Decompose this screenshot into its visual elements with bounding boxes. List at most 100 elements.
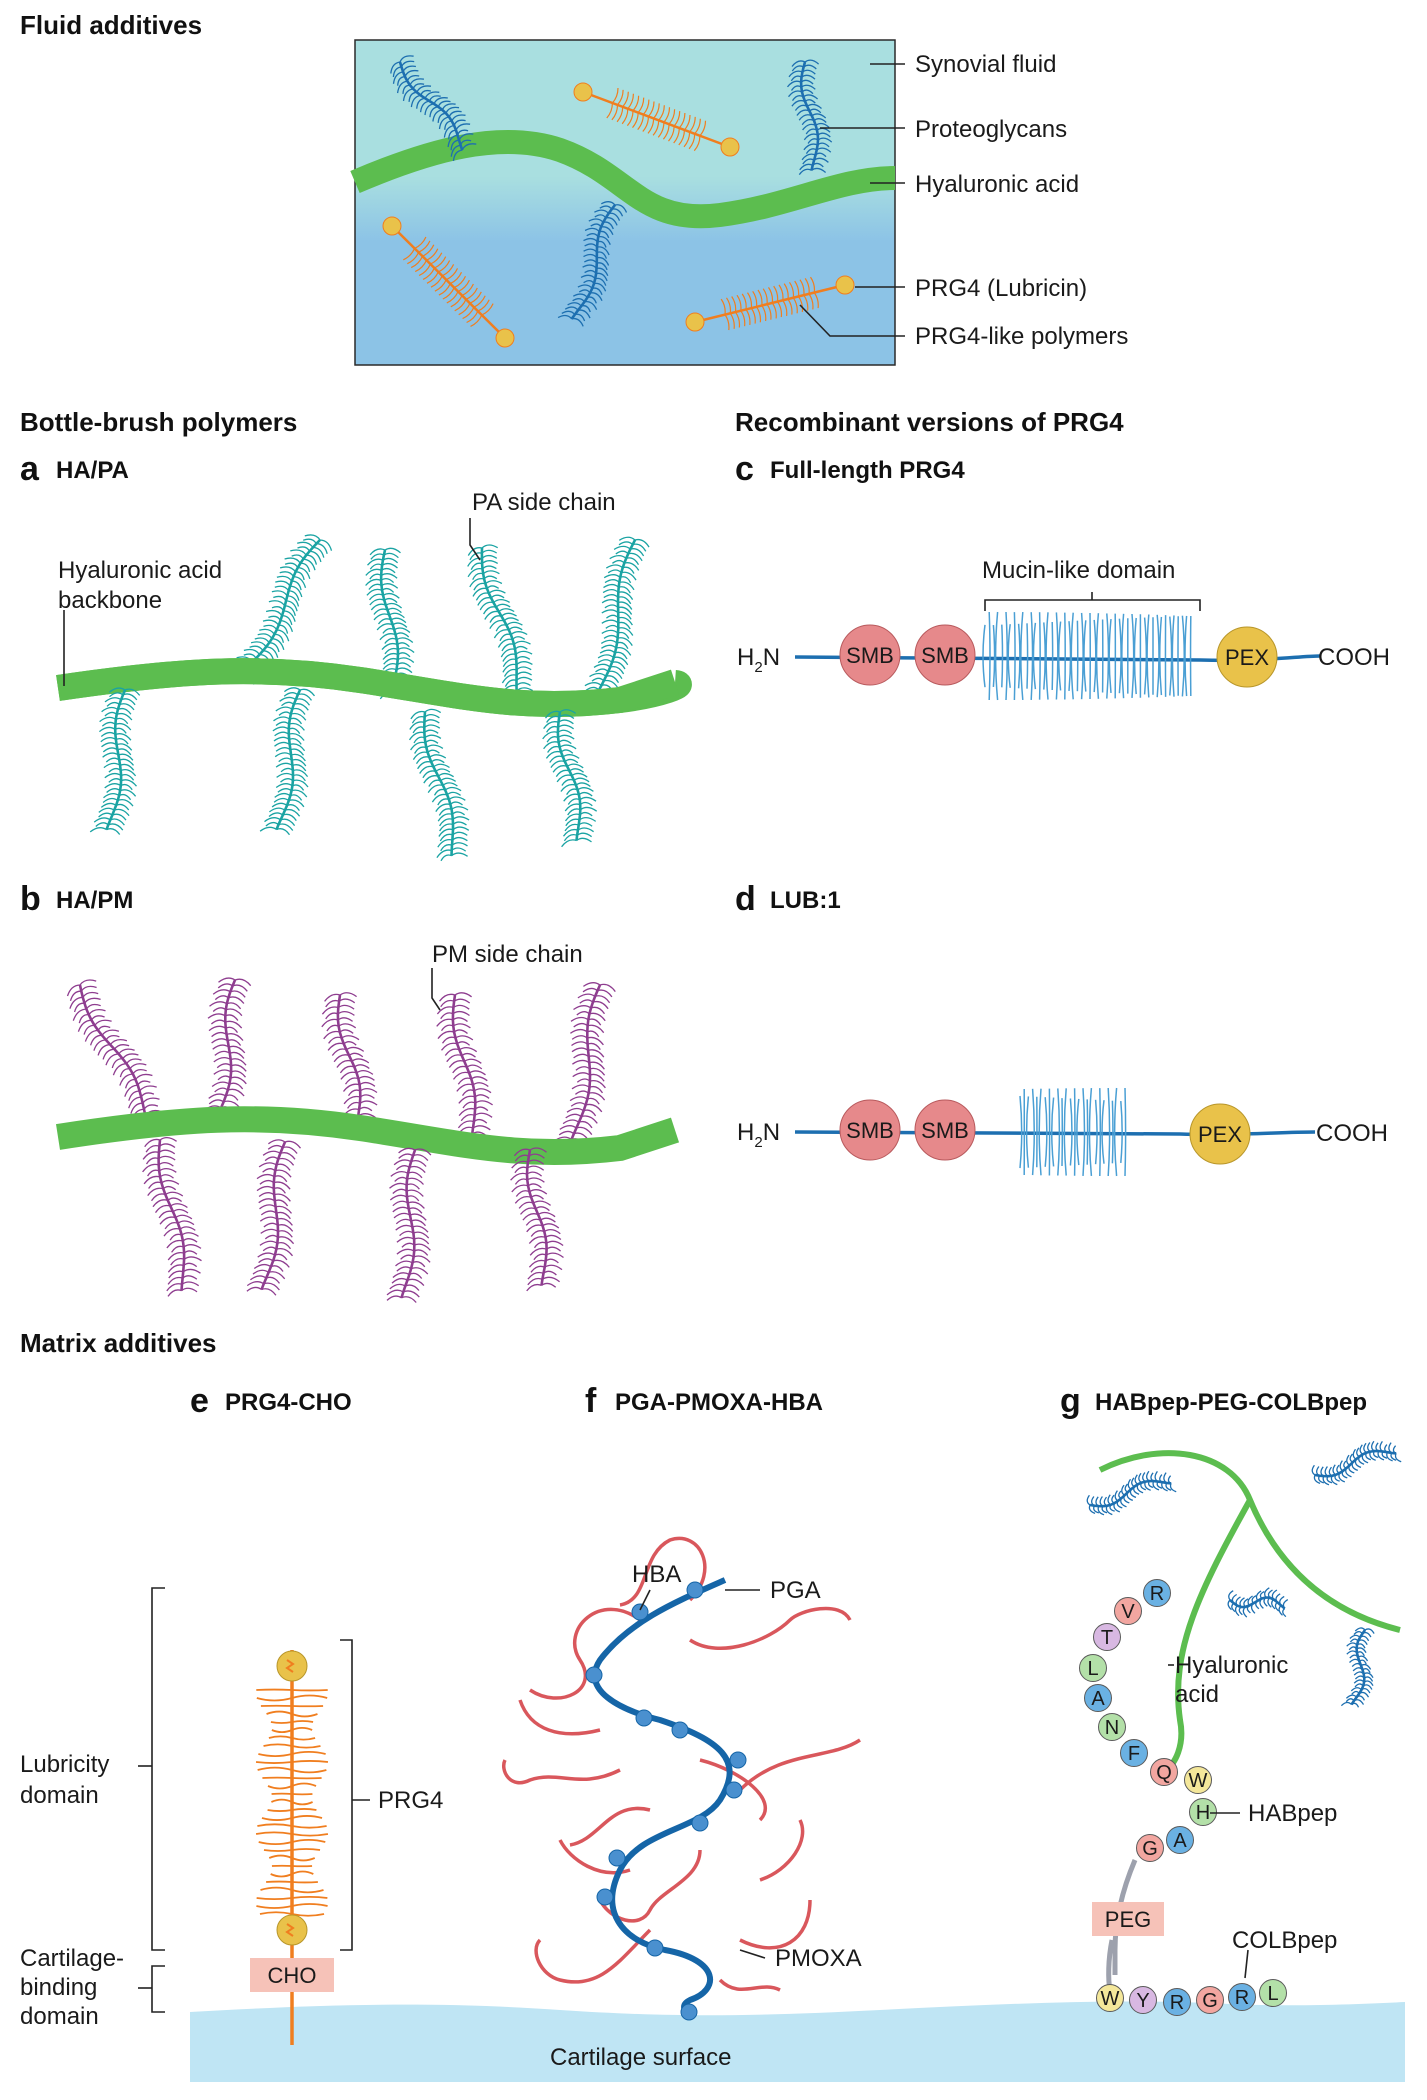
colbpep-residue-5: R xyxy=(1228,1983,1256,2011)
hba-group-12 xyxy=(596,1888,614,1906)
pm-side-chain-2 xyxy=(200,977,252,1125)
panel-e-diagram: CHO Lubricity domain Cartilage- binding … xyxy=(20,1587,443,2045)
svg-text:F: F xyxy=(1128,1743,1140,1765)
label-proteoglycans: Proteoglycans xyxy=(915,116,1067,143)
prg4-bristles xyxy=(255,1688,329,1917)
panel-c-diagram: Mucin-like domain H2N SMB SMB PEX COOH xyxy=(737,557,1390,701)
habpep-residue-1: R xyxy=(1143,1579,1171,1607)
svg-text:Y: Y xyxy=(1136,1990,1149,2012)
colbpep-residue-2: Y xyxy=(1129,1986,1157,2014)
svg-text:R: R xyxy=(1235,1987,1249,2009)
svg-text:V: V xyxy=(1121,1601,1135,1623)
fluid-molecules xyxy=(382,55,855,348)
pa-side-chain-8 xyxy=(542,709,598,848)
panel-e-title: PRG4-CHO xyxy=(225,1389,352,1416)
pex-domain-d: PEX xyxy=(1198,1122,1242,1147)
label-cartilage-binding-1: Cartilage- xyxy=(20,1945,124,1972)
label-cooh-c: COOH xyxy=(1318,644,1390,671)
svg-text:W: W xyxy=(1101,1988,1120,2010)
pm-side-chain-4 xyxy=(436,992,493,1148)
label-h2n-c: H2N xyxy=(737,644,780,676)
habpep-residue-6: N xyxy=(1098,1713,1126,1741)
svg-text:N: N xyxy=(1105,1717,1119,1739)
pm-side-chain-1 xyxy=(66,979,163,1132)
svg-text:W: W xyxy=(1189,1770,1208,1792)
colbpep-residue-1: W xyxy=(1096,1984,1124,2012)
panel-f-diagram: HBA PGA PMOXA Cartilage surface xyxy=(502,1536,862,2071)
panel-c-title: Full-length PRG4 xyxy=(770,457,965,484)
panel-f-letter: f xyxy=(585,1382,597,1420)
svg-text:A: A xyxy=(1173,1830,1187,1852)
g-proteoglycan-2 xyxy=(1311,1440,1402,1486)
label-hba: HBA xyxy=(632,1561,681,1588)
hba-group-2 xyxy=(686,1581,704,1599)
label-ha-backbone-line2: backbone xyxy=(58,587,162,614)
label-cartilage-surface: Cartilage surface xyxy=(550,2044,731,2071)
habpep-residue-5: A xyxy=(1084,1684,1112,1712)
svg-text:R: R xyxy=(1170,1992,1184,2014)
svg-text:T: T xyxy=(1101,1627,1113,1649)
g-proteoglycan-4 xyxy=(1340,1627,1375,1708)
label-synovial-fluid: Synovial fluid xyxy=(915,51,1056,78)
label-prg4-lubricin: PRG4 (Lubricin) xyxy=(915,275,1087,302)
pm-side-chain-9 xyxy=(510,1147,564,1292)
pa-side-chain-2 xyxy=(365,547,415,700)
label-h2n-d: H2N xyxy=(737,1119,780,1151)
pm-side-chain-7 xyxy=(246,1139,302,1296)
svg-text:G: G xyxy=(1142,1838,1158,1860)
panel-b-diagram: PM side chain xyxy=(56,941,680,1303)
pm-side-chain-6 xyxy=(142,1137,202,1297)
label-cartilage-binding-3: domain xyxy=(20,2003,99,2030)
habpep-residue-4: L xyxy=(1079,1654,1107,1682)
hba-group-3 xyxy=(585,1666,603,1684)
pex-domain-c: PEX xyxy=(1225,645,1269,670)
smb-domain-2-c: SMB xyxy=(921,643,969,668)
label-hyaluronic-acid-g-1: Hyaluronic xyxy=(1175,1652,1288,1679)
label-hyaluronic-acid-g-2: acid xyxy=(1175,1681,1219,1708)
label-ha-backbone-line1: Hyaluronic acid xyxy=(58,557,222,584)
svg-text:A: A xyxy=(1091,1688,1105,1710)
pm-side-chain-3 xyxy=(321,992,378,1135)
hba-group-7 xyxy=(725,1781,743,1799)
label-colbpep: COLBpep xyxy=(1232,1927,1337,1954)
panel-d-title: LUB:1 xyxy=(770,887,841,914)
colbpep-residue-6: L xyxy=(1259,1979,1287,2007)
smb-domain-2-d: SMB xyxy=(921,1118,969,1143)
label-pmoxa: PMOXA xyxy=(775,1945,862,1972)
label-lubricity-domain-1: Lubricity xyxy=(20,1751,109,1778)
cho-block: CHO xyxy=(268,1963,317,1988)
label-lubricity-domain-2: domain xyxy=(20,1782,99,1809)
habpep-residue-12: G xyxy=(1136,1834,1164,1862)
hba-group-8 xyxy=(691,1814,709,1832)
pa-side-chain-6 xyxy=(259,687,316,836)
pm-side-chain-5 xyxy=(554,982,616,1147)
label-mucin-like-domain: Mucin-like domain xyxy=(982,557,1175,584)
panel-g-letter: g xyxy=(1060,1382,1081,1420)
g-proteoglycan-1 xyxy=(1086,1470,1177,1516)
label-habpep: HABpep xyxy=(1248,1800,1337,1827)
habpep-residue-9: W xyxy=(1184,1766,1212,1794)
habpep-residue-7: F xyxy=(1120,1739,1148,1767)
label-pm-side-chain: PM side chain xyxy=(432,941,583,968)
hba-group-4 xyxy=(635,1709,653,1727)
colbpep-residue-4: G xyxy=(1196,1986,1224,2014)
label-cooh-d: COOH xyxy=(1316,1120,1388,1147)
peg-block: PEG xyxy=(1105,1907,1151,1932)
smb-domain-1-d: SMB xyxy=(846,1118,894,1143)
svg-text:L: L xyxy=(1267,1983,1278,2005)
g-proteoglycan-3 xyxy=(1227,1587,1289,1618)
panel-c-letter: c xyxy=(735,450,754,488)
section-title-bottlebrush: Bottle-brush polymers xyxy=(20,407,297,437)
proteoglycan-1 xyxy=(390,55,477,161)
svg-text:Q: Q xyxy=(1156,1762,1172,1784)
hba-group-5 xyxy=(671,1721,689,1739)
hba-group-10 xyxy=(646,1939,664,1957)
section-title-matrix: Matrix additives xyxy=(20,1328,217,1358)
habpep-residue-11: A xyxy=(1166,1826,1194,1854)
cartilage-surface xyxy=(190,2001,1405,2082)
pm-side-chain-8 xyxy=(386,1147,432,1303)
prg4-fluid-2 xyxy=(382,216,515,348)
